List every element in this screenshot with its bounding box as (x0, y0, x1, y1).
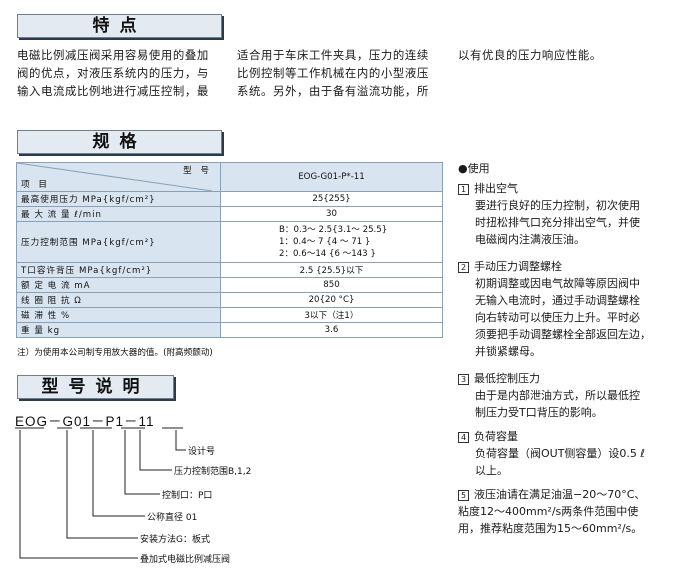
row-label: 线 圈 阻 抗 Ω (16, 292, 221, 308)
table-row: 磁 滞 性 %3以下（注1） (16, 307, 443, 323)
row-label: 压力控制范围 MPa{kgf/cm²} (16, 221, 221, 263)
spec-header-cell: 型 号 项 目 (16, 162, 221, 192)
item-line: 初期调整或因电气故障等原因阀中 (475, 277, 640, 290)
features-title: 特点 (92, 16, 147, 36)
item-line: 无输入电流时，通过手动调整螺栓 (475, 294, 640, 307)
range-line: 2：0.6～14 {6 ～143 } (279, 249, 376, 259)
range-line: 1：0.4～ 7 {4 ～ 71 } (279, 237, 371, 247)
item-heading: 手动压力调整螺栓 (474, 260, 562, 273)
table-row: 压力控制范围 MPa{kgf/cm²} B：0.3～ 2.5{3.1～ 25.5… (16, 221, 443, 263)
row-value-multiline: B：0.3～ 2.5{3.1～ 25.5} 1：0.4～ 7 {4 ～ 71 }… (220, 221, 443, 263)
item-line: 粘度12～400mm²/s两条件范围中使 (458, 505, 639, 518)
code-label-pressure-range: 压力控制范围B,1,2 (174, 467, 252, 477)
header-model-label: 型 号 (183, 166, 212, 176)
code-label-design: 设计号 (188, 447, 216, 457)
item-line: 负荷容量（阀OUT侧容量）设0.5 ℓ (475, 447, 645, 460)
code-label-nominal-size: 公称直径 01 (147, 513, 198, 523)
specs-title: 规格 (92, 132, 147, 152)
usage-item-2: 2 手动压力调整螺栓 初期调整或因电气故障等原因阀中 无输入电流时，通过手动调整螺… (458, 258, 651, 360)
features-line: 适合用于车床工件夹具，压力的连续 (237, 48, 429, 62)
item-number: 2 (458, 262, 469, 273)
usage-title: ●使用 (458, 162, 490, 175)
usage-item-1: 1 排出空气 要进行良好的压力控制，初次使用 时扭松排气口充分排出空气，并使 电磁… (458, 180, 640, 248)
features-line: 输入电流成比例地进行减压控制，最 (17, 84, 209, 98)
spec-header-row: 型 号 项 目 EOG-G01-P*-11 (16, 162, 443, 192)
usage-item-3: 3 最低控制压力 由于是内部泄油方式，所以最低控 制压力受T口背压的影响。 (458, 370, 640, 421)
item-heading: 液压油请在满足油温−20～70°C、 (474, 488, 646, 501)
model-value-cell: EOG-G01-P*-11 (220, 162, 443, 192)
item-line: 用，推荐粘度范围为15～60mm²/s。 (458, 522, 643, 535)
item-heading: 排出空气 (474, 182, 518, 195)
features-col2: 适合用于车床工件夹具，压力的连续 比例控制等工作机械在内的小型液压 系统。另外，… (237, 46, 429, 100)
row-label: 重 量 kg (16, 322, 221, 338)
features-header: 特点 (17, 14, 222, 38)
row-value: 3.6 (220, 322, 443, 338)
item-heading: 最低控制压力 (474, 372, 540, 385)
features-line: 比例控制等工作机械在内的小型液压 (237, 66, 429, 80)
features-line: 电磁比例减压阀采用容易使用的叠加 (17, 48, 209, 62)
range-line: B：0.3～ 2.5{3.1～ 25.5} (279, 225, 388, 235)
item-number: 1 (458, 184, 469, 195)
model-title: 型号说明 (41, 377, 150, 397)
features-line: 以有优良的压力响应性能。 (458, 48, 602, 62)
usage-item-4: 4 负荷容量 负荷容量（阀OUT侧容量）设0.5 ℓ 以上。 (458, 428, 645, 479)
spec-table: 型 号 项 目 EOG-G01-P*-11 最高使用压力 MPa{kgf/cm²… (16, 162, 443, 338)
item-number: 5 (458, 490, 469, 501)
features-col1: 电磁比例减压阀采用容易使用的叠加 阀的优点，对液压系统内的压力，与 输入电流成比… (17, 46, 209, 100)
model-code: EOG－G01－P1－11 (15, 414, 155, 429)
features-line: 阀的优点，对液压系统内的压力，与 (17, 66, 209, 80)
item-line: 须要把手动调整螺栓全部返回左边， (475, 328, 651, 341)
item-line: 并锁紧螺母。 (475, 345, 541, 358)
table-row: 最高使用压力 MPa{kgf/cm²}25{255} (16, 191, 443, 207)
item-line: 要进行良好的压力控制，初次使用 (475, 199, 640, 212)
code-label-control-port: 控制口：P口 (162, 491, 213, 501)
model-header: 型号说明 (17, 375, 174, 399)
row-label: 最 大 流 量 ℓ/min (16, 206, 221, 222)
features-line: 系统。另外，由于备有溢流功能，所 (237, 84, 429, 98)
row-label: 额 定 电 流 mA (16, 277, 221, 293)
row-label: 最高使用压力 MPa{kgf/cm²} (16, 191, 221, 207)
code-label-valve-type: 叠加式电磁比例减压阀 (140, 555, 231, 565)
specs-header: 规格 (17, 130, 222, 154)
spec-note: 注）为使用本公司制专用放大器的值。(附高频颤动) (17, 348, 213, 358)
item-number: 3 (458, 374, 469, 385)
item-line: 电磁阀内注满液压油。 (475, 233, 585, 246)
diagonal-divider (17, 163, 212, 191)
item-line: 以上。 (475, 464, 508, 477)
item-line: 时扭松排气口充分排出空气，并使 (475, 216, 640, 229)
item-line: 由于是内部泄油方式，所以最低控 (475, 389, 640, 402)
usage-item-5: 5 液压油请在满足油温−20～70°C、 粘度12～400mm²/s两条件范围中使… (458, 486, 645, 537)
features-col3: 以有优良的压力响应性能。 (458, 46, 602, 64)
item-heading: 负荷容量 (474, 430, 518, 443)
item-line: 制压力受T口背压的影响。 (475, 406, 603, 419)
item-number: 4 (458, 432, 469, 443)
header-item-label: 项 目 (21, 180, 50, 190)
item-line: 向右转动可以使压力上升。平时必 (475, 311, 640, 324)
code-label-mounting: 安装方法G：板式 (140, 535, 210, 545)
